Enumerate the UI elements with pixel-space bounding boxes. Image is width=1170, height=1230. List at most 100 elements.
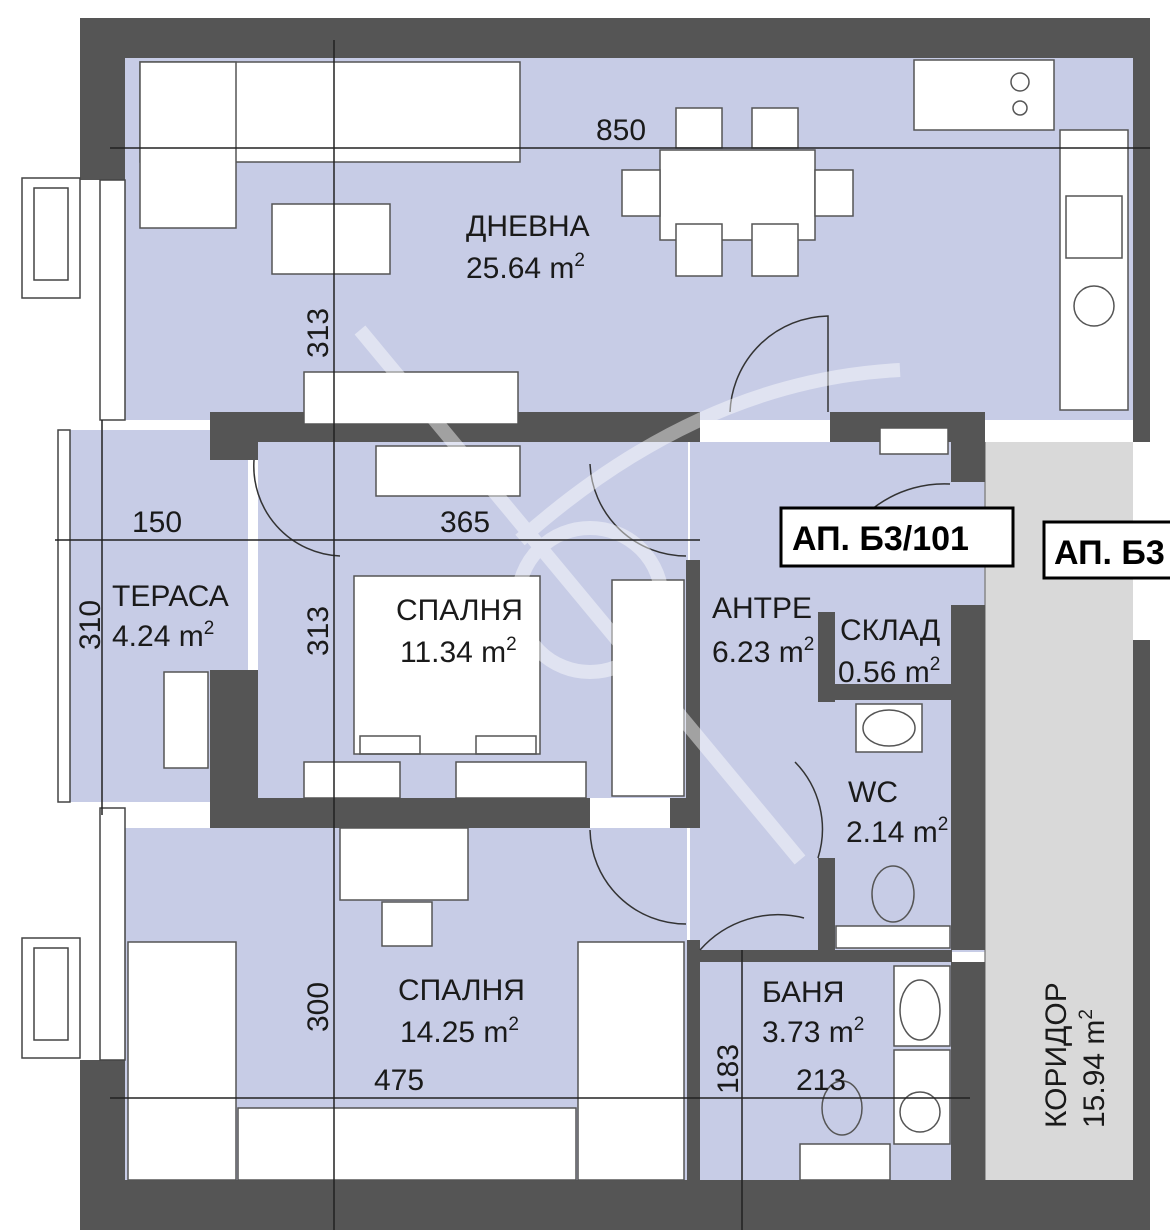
single-bed-right: [577, 941, 685, 1181]
sink-icon: [1065, 195, 1123, 259]
apartment-label-text: АП. Б3/101: [792, 520, 969, 558]
room-name-banya: БАНЯ: [762, 976, 844, 1009]
walls: [80, 18, 1150, 1230]
pillow-right-icon: [475, 735, 537, 755]
washbasin-wc: [855, 703, 923, 753]
room-area-terasa: 4.24 m2: [112, 618, 214, 653]
shower-drain-icon: [899, 1091, 941, 1133]
desk-chair: [381, 901, 433, 947]
washbasin-bath: [893, 965, 951, 1047]
room-name-koridor: КОРИДОР: [1040, 982, 1073, 1128]
kitchen-counter-top: [913, 59, 1055, 131]
coffee-table: [271, 203, 391, 275]
wall-top: [80, 18, 1150, 58]
washing-machine-icon: [1073, 285, 1115, 327]
basin-bath-icon: [899, 979, 941, 1041]
window-terrace: [57, 429, 71, 803]
wall-bedroom1-bottom-b: [670, 798, 700, 828]
wall-wc-left-b: [818, 858, 835, 950]
room-labels: ДНЕВНА 25.64 m2 ТЕРАСА 4.24 m2 СПАЛНЯ 11…: [112, 210, 1111, 1128]
room-area-sklad: 0.56 m2: [838, 654, 940, 689]
room-name-terasa: ТЕРАСА: [112, 580, 229, 613]
room-area-koridor: 15.94 m2: [1076, 1009, 1111, 1128]
double-bed: [353, 575, 541, 755]
single-bed-left: [127, 941, 237, 1181]
chair-4: [751, 223, 799, 277]
neighbor-label-box: [1042, 520, 1170, 580]
dim-label-living-width: 850: [596, 114, 646, 147]
wall-wc-left: [818, 612, 835, 702]
ac-unit-bottom-inner: [33, 947, 69, 1041]
wall-bedroom1-right: [686, 560, 700, 828]
toilet-bath-icon: [821, 1080, 863, 1136]
neighbor-label-text: АП. Б3: [1054, 534, 1165, 572]
pillow-left-icon: [359, 735, 421, 755]
window-bedroom2: [99, 807, 126, 1061]
stove-burner-icon: [1010, 72, 1030, 92]
dimension-lines: [55, 40, 1150, 1230]
neighbor-apartment-label: АП. Б3: [1042, 520, 1170, 580]
storage-floor: [835, 612, 951, 684]
kitchen-counter-side: [1059, 129, 1129, 411]
furniture: [127, 59, 1129, 1181]
wall-left-upper: [80, 18, 125, 180]
basin-wc-icon: [862, 709, 916, 747]
room-name-wc: WC: [848, 776, 898, 809]
room-name-spalnya-2: СПАЛНЯ: [398, 974, 525, 1007]
wall-hall-corridor-b: [951, 605, 985, 950]
watermark-circle: [511, 521, 669, 679]
left-facade: [21, 177, 126, 1061]
room-name-antre: АНТРЕ: [712, 592, 812, 625]
room-name-spalnya-1: СПАЛНЯ: [396, 594, 523, 627]
room-area-antre: 6.23 m2: [712, 634, 814, 669]
chair-3: [675, 223, 723, 277]
door-bedroom2-icon: [589, 829, 687, 925]
nightstand-right: [455, 761, 587, 799]
dim-label-living-depth: 313: [302, 308, 335, 358]
wardrobe-bedroom1: [611, 579, 685, 797]
room-area-dnevna: 25.64 m2: [466, 250, 585, 285]
wall-bottom: [80, 1180, 1150, 1230]
nightstand-left: [303, 761, 401, 799]
tv-console-living: [303, 371, 519, 425]
dim-label-terrace-width: 150: [132, 506, 182, 539]
apartment-label: АП. Б3/101: [779, 506, 1015, 568]
watermark-feather: [354, 325, 901, 865]
apartment-label-box: [779, 506, 1015, 568]
dimension-labels: 850 313 150 310 365 313 300 475 183 213: [74, 114, 846, 1097]
bathtub-area: [893, 1049, 951, 1145]
terrace-chair: [163, 671, 209, 769]
chair-1: [675, 107, 723, 149]
room-area-spalnya-2: 14.25 m2: [400, 1014, 519, 1049]
watermark-logo: [354, 325, 901, 865]
dim-label-bath-depth: 183: [712, 1044, 745, 1094]
wall-right-lower: [1133, 640, 1150, 1230]
room-area-wc: 2.14 m2: [846, 814, 948, 849]
ac-unit-top-inner: [33, 187, 69, 281]
chair-5: [621, 169, 661, 217]
wall-hall-corridor: [951, 442, 985, 482]
shoe-cabinet: [879, 427, 949, 455]
dim-label-bedroom1-depth: 313: [302, 606, 335, 656]
desk: [339, 827, 469, 901]
wall-bedroom2-right: [687, 940, 700, 1230]
wall-storage-wc: [818, 684, 952, 700]
tv-console-bedroom: [375, 445, 521, 497]
door-hall-icon: [589, 463, 687, 557]
toilet-wc-icon: [871, 865, 915, 923]
wardrobe-bedroom2: [237, 1107, 577, 1181]
wall-bedroom1-bottom: [210, 798, 590, 828]
door-bedroom1-icon: [253, 459, 341, 557]
window-living: [99, 179, 126, 421]
door-living-icon: [729, 315, 829, 413]
room-name-dnevna: ДНЕВНА: [466, 210, 590, 243]
dim-label-bedroom2-width: 475: [374, 1064, 424, 1097]
wc-counter: [835, 925, 951, 949]
fixture-details: [359, 72, 1123, 1136]
room-name-sklad: СКЛАД: [840, 614, 940, 647]
dim-label-bedroom1-width: 365: [440, 506, 490, 539]
dim-label-bedroom2-depth: 300: [302, 982, 335, 1032]
room-area-spalnya-1: 11.34 m2: [400, 634, 517, 669]
stove-burner-icon: [1012, 100, 1028, 116]
